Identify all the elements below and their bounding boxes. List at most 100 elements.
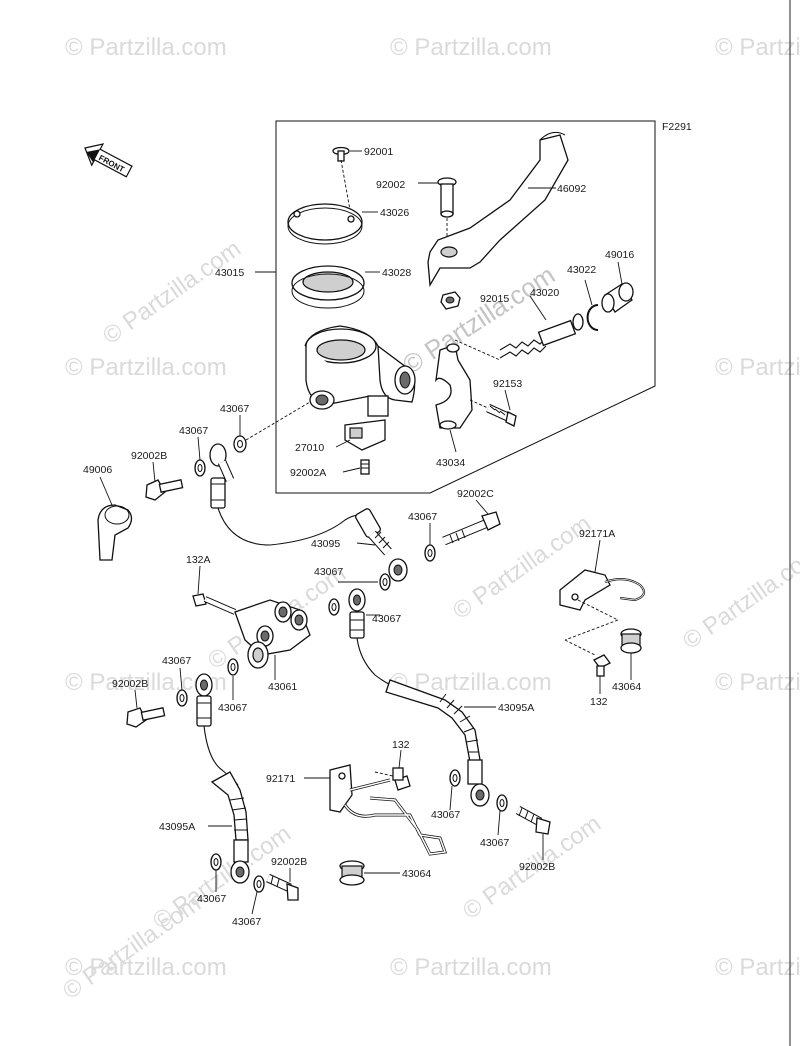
part-label: 43067 [179, 425, 208, 437]
banjo-bolt-92002c-icon [442, 511, 501, 546]
part-label: 43095A [159, 821, 195, 833]
part-label: 92002 [376, 179, 405, 191]
nut-92015-icon [440, 291, 461, 310]
part-label: 92001 [364, 146, 393, 158]
leader-line [179, 667, 183, 691]
part-label: 43026 [380, 207, 409, 219]
banjo-fitting-icon [195, 673, 213, 727]
leader-line [197, 436, 201, 461]
leader-line [342, 467, 361, 473]
leader-line [335, 439, 351, 448]
bolt-132a-icon [192, 593, 237, 615]
banjo-bolt-92002b-icon [126, 707, 166, 728]
washer-43067-icon [210, 853, 222, 871]
banjo-bolt-92002b-icon [266, 873, 299, 901]
bracket-92171a-icon [559, 569, 646, 611]
part-label: 43067 [480, 837, 509, 849]
leader-line [497, 810, 501, 836]
part-label: 27010 [295, 442, 324, 454]
diaphragm-43028-icon [291, 265, 365, 309]
leader-line [340, 159, 351, 211]
part-label: 43067 [232, 916, 261, 928]
washer-43067-icon [449, 769, 461, 787]
part-label: 43095A [498, 702, 534, 714]
part-label: 43022 [567, 264, 596, 276]
part-label: 43095 [311, 538, 340, 550]
grommet-43064-icon [620, 628, 642, 654]
banjo-fitting-icon [355, 508, 408, 582]
bolt-132-icon [593, 654, 611, 677]
grommet-43064-icon [339, 860, 365, 886]
part-label: 43064 [402, 868, 431, 880]
watermark: © Partzilla.com [390, 34, 552, 61]
part-label: 43067 [162, 655, 191, 667]
washer-43067-icon [496, 794, 508, 812]
part-label: 43067 [408, 511, 437, 523]
part-label: 43067 [314, 566, 343, 578]
leader-line [398, 749, 402, 769]
bolt-92153-icon [486, 403, 517, 427]
washer-43067-icon [328, 598, 340, 616]
part-label: 49006 [83, 464, 112, 476]
part-label: 92153 [493, 378, 522, 390]
part-label: 43061 [268, 681, 297, 693]
boot-49016-icon [601, 282, 634, 313]
bleeder-cap-49006-icon [97, 504, 133, 561]
leader-line [564, 619, 619, 641]
part-label: 92015 [480, 293, 509, 305]
hose-armor-icon [385, 679, 490, 807]
bolt-132-icon [392, 767, 411, 791]
part-label: 92171A [579, 528, 615, 540]
part-label: 92002B [519, 861, 555, 873]
leader-line [564, 639, 596, 656]
leader-line [584, 279, 593, 306]
leader-line [134, 689, 138, 709]
piston-43020-icon [499, 313, 584, 359]
watermark: © Partzilla.com [390, 954, 552, 981]
leader-line [152, 461, 156, 483]
leader-line [577, 599, 619, 621]
part-label: 43034 [436, 457, 465, 469]
watermark: © Partzilla.com [65, 34, 227, 61]
part-label: 132A [186, 554, 211, 566]
watermark: © Partzilla.com [65, 954, 227, 981]
hose-armor-icon [210, 771, 250, 884]
part-label: 49016 [605, 249, 634, 261]
assembly-43015-outline [275, 120, 656, 494]
washer-43067-icon [233, 435, 247, 453]
front-arrow-icon: FRONT [84, 143, 133, 178]
watermark: © Partzilla.com [98, 235, 246, 350]
part-label: 43067 [218, 702, 247, 714]
washer-43067-icon [424, 544, 436, 562]
brake-hose-43095-icon [217, 507, 363, 546]
watermark: © Partzilla.com [715, 954, 800, 981]
leader-line [449, 429, 457, 453]
part-label: 43067 [431, 809, 460, 821]
part-label: 43067 [197, 893, 226, 905]
part-label: 43015 [215, 267, 244, 279]
pivot-bolt-92002-icon [437, 177, 457, 218]
brake-joint-43061-icon [234, 599, 311, 669]
washer-43067-icon [379, 573, 391, 591]
leader-line [617, 261, 623, 285]
part-label: 92002A [290, 467, 326, 479]
part-label: 43020 [530, 287, 559, 299]
circlip-43022-icon [586, 304, 599, 331]
watermark: © Partzilla.com [715, 354, 800, 381]
washer-43067-icon [176, 689, 188, 707]
reservoir-cap-43026-icon [287, 203, 363, 245]
leader-line [469, 399, 489, 409]
washer-43067-icon [227, 658, 239, 676]
banjo-fitting-icon [209, 443, 235, 509]
leader-line [197, 565, 201, 595]
leader-line [245, 401, 311, 441]
part-label: 43064 [612, 681, 641, 693]
part-label: 132 [590, 696, 608, 708]
leader-line [374, 771, 394, 777]
part-label: 132 [392, 739, 410, 751]
leader-line [594, 539, 601, 573]
leader-line [454, 339, 501, 361]
washer-43067-icon [194, 459, 206, 477]
